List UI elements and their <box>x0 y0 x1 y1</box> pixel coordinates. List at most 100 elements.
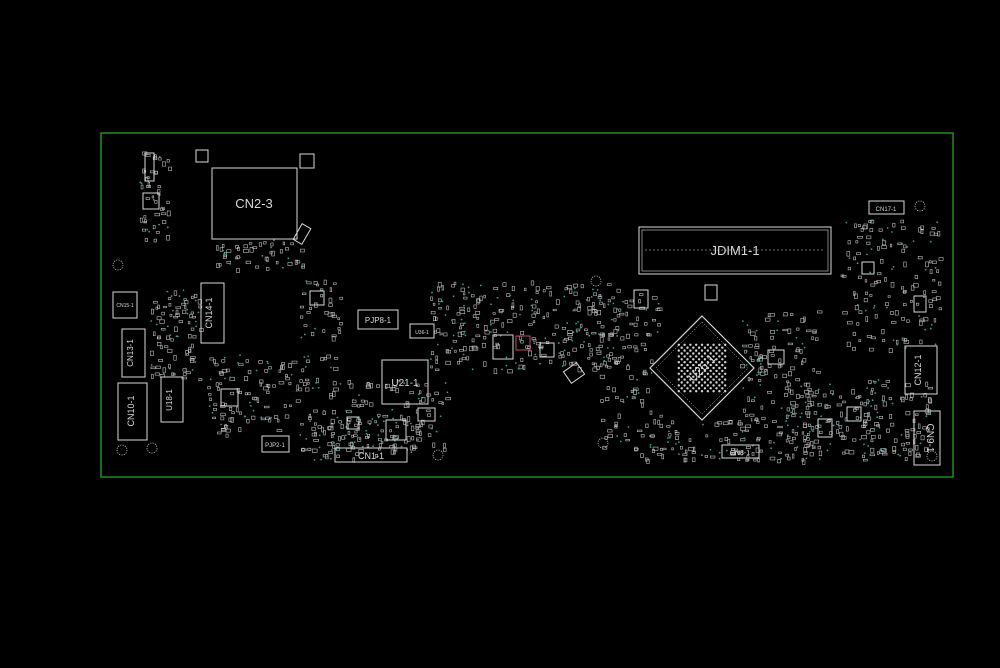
bga-ball <box>695 355 698 358</box>
via <box>441 300 444 303</box>
smd-pad <box>555 299 560 305</box>
component-cn13-1[interactable]: CN13-1 <box>121 328 146 378</box>
smd-pad <box>903 303 907 307</box>
smd-pad <box>572 347 577 352</box>
via <box>358 394 360 397</box>
component-u36-1[interactable]: U36-1 <box>409 323 435 339</box>
via <box>787 414 790 417</box>
component-cn14-1[interactable]: CN14-1 <box>200 282 225 344</box>
smd-pad <box>876 424 880 427</box>
component-pjp8-1[interactable]: PJP8-1 <box>357 309 399 330</box>
via <box>873 428 876 430</box>
smd-pad <box>567 352 571 356</box>
smd-pad <box>271 250 275 257</box>
smd-pad <box>645 457 649 462</box>
smd-pad <box>819 430 823 434</box>
smd-pad <box>692 457 696 462</box>
smd-pad <box>573 291 578 296</box>
smd-pad <box>260 417 266 421</box>
via <box>891 231 893 233</box>
bga-ball <box>683 343 686 346</box>
bga-ball <box>695 384 698 387</box>
component-pjp2-1[interactable]: PJP2-1 <box>261 435 290 453</box>
via <box>574 287 576 290</box>
smd-pad <box>854 223 857 229</box>
component-cn2-3[interactable]: CN2-3 <box>211 167 298 240</box>
smd-pad <box>818 424 822 428</box>
smd-pad <box>892 446 897 452</box>
smd-pad <box>903 244 907 249</box>
smd-pad <box>794 432 798 436</box>
smd-pad <box>855 416 859 420</box>
smd-pad <box>847 267 852 271</box>
smd-pad <box>185 350 189 356</box>
smd-pad <box>285 247 289 251</box>
component-cn9-1[interactable]: CN9-1 <box>913 410 941 466</box>
via <box>148 230 151 233</box>
smd-pad <box>903 340 910 344</box>
smd-pad <box>380 441 384 444</box>
smd-pad <box>748 329 751 334</box>
smd-pad <box>190 356 196 359</box>
smd-pad <box>846 426 849 432</box>
smd-pad <box>674 431 680 435</box>
via <box>611 318 613 321</box>
via <box>223 252 226 255</box>
via <box>934 266 937 269</box>
smd-pad <box>331 432 335 435</box>
fiducial <box>116 444 128 456</box>
smd-pad <box>332 381 337 386</box>
via <box>463 322 466 325</box>
smd-pad <box>378 437 382 442</box>
component-jdim1-1[interactable]: JDIM1-1 <box>638 226 832 275</box>
via <box>586 299 588 301</box>
smd-pad <box>650 359 654 364</box>
component-cn8-1[interactable]: CN8-1 <box>721 444 760 459</box>
smd-pad <box>324 311 329 315</box>
smd-pad <box>840 274 845 278</box>
via <box>506 331 509 334</box>
smd-pad <box>266 257 269 262</box>
smd-pad <box>151 373 154 379</box>
smd-pad <box>657 307 663 312</box>
via <box>391 408 394 411</box>
smd-pad <box>219 247 223 252</box>
component-cn17-1[interactable]: CN17-1 <box>868 200 905 215</box>
smd-pad <box>615 396 619 399</box>
smd-pad <box>288 382 292 386</box>
via <box>848 257 851 260</box>
via <box>870 248 873 251</box>
component-cn12-1[interactable]: CN12-1 <box>904 345 938 395</box>
smd-pad <box>933 318 937 323</box>
via <box>588 334 591 337</box>
smd-pad <box>285 377 291 381</box>
via <box>194 320 197 323</box>
smd-pad <box>652 446 659 451</box>
component-u21-1[interactable]: U21-1 <box>381 359 429 405</box>
via <box>829 443 832 445</box>
smd-pad <box>800 318 805 323</box>
smd-pad <box>770 335 774 340</box>
smd-pad <box>651 449 655 454</box>
component-u18-1[interactable]: U18-1 <box>160 376 184 423</box>
component-cn10-1[interactable]: CN10-1 <box>117 382 148 441</box>
bga-ball <box>718 378 721 381</box>
smd-pad <box>301 448 307 452</box>
via <box>168 367 171 370</box>
via <box>810 425 813 428</box>
smd-pad <box>737 450 740 455</box>
via <box>464 334 467 337</box>
component-cn15-1[interactable]: CN15-1 <box>112 291 138 319</box>
smd-pad <box>251 415 256 420</box>
smd-pad <box>419 390 422 395</box>
via <box>539 362 541 365</box>
via <box>796 425 799 428</box>
via <box>896 343 899 346</box>
component-cn1-1[interactable]: CN1-1 <box>334 447 408 463</box>
bga-ball <box>715 369 718 373</box>
component-u26-1[interactable]: U26-1 <box>649 315 755 421</box>
smd-pad <box>446 305 449 311</box>
via <box>501 368 503 371</box>
smd-pad <box>790 389 794 395</box>
